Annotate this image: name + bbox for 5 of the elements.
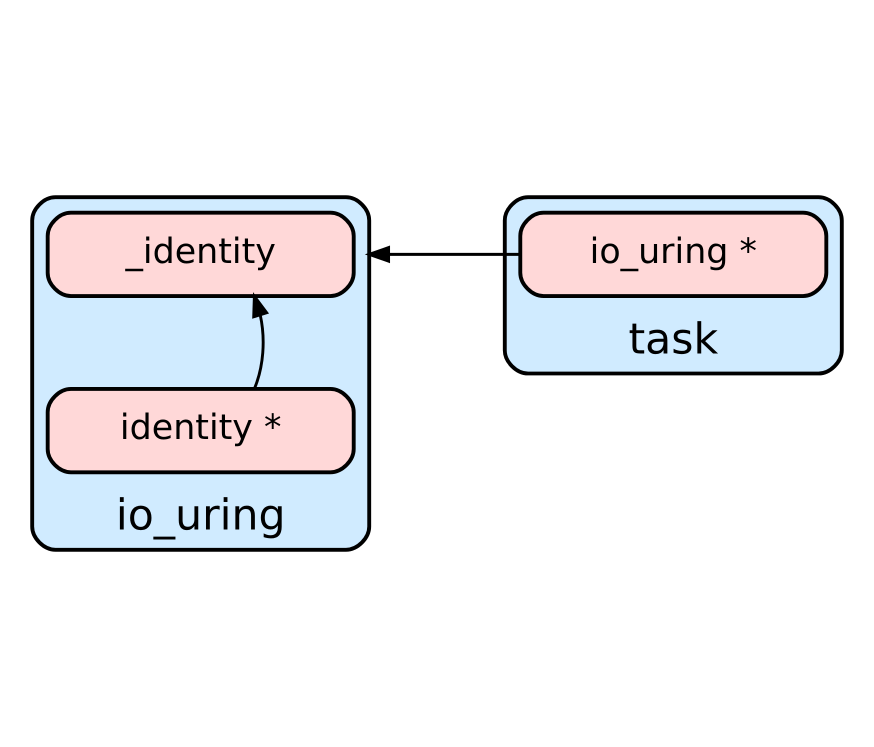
- arrow: [252, 292, 270, 390]
- node-box: identity *: [46, 387, 356, 474]
- arrow: [364, 246, 520, 264]
- node-box: io_uring *: [518, 210, 828, 298]
- node-box: _identity: [46, 210, 356, 298]
